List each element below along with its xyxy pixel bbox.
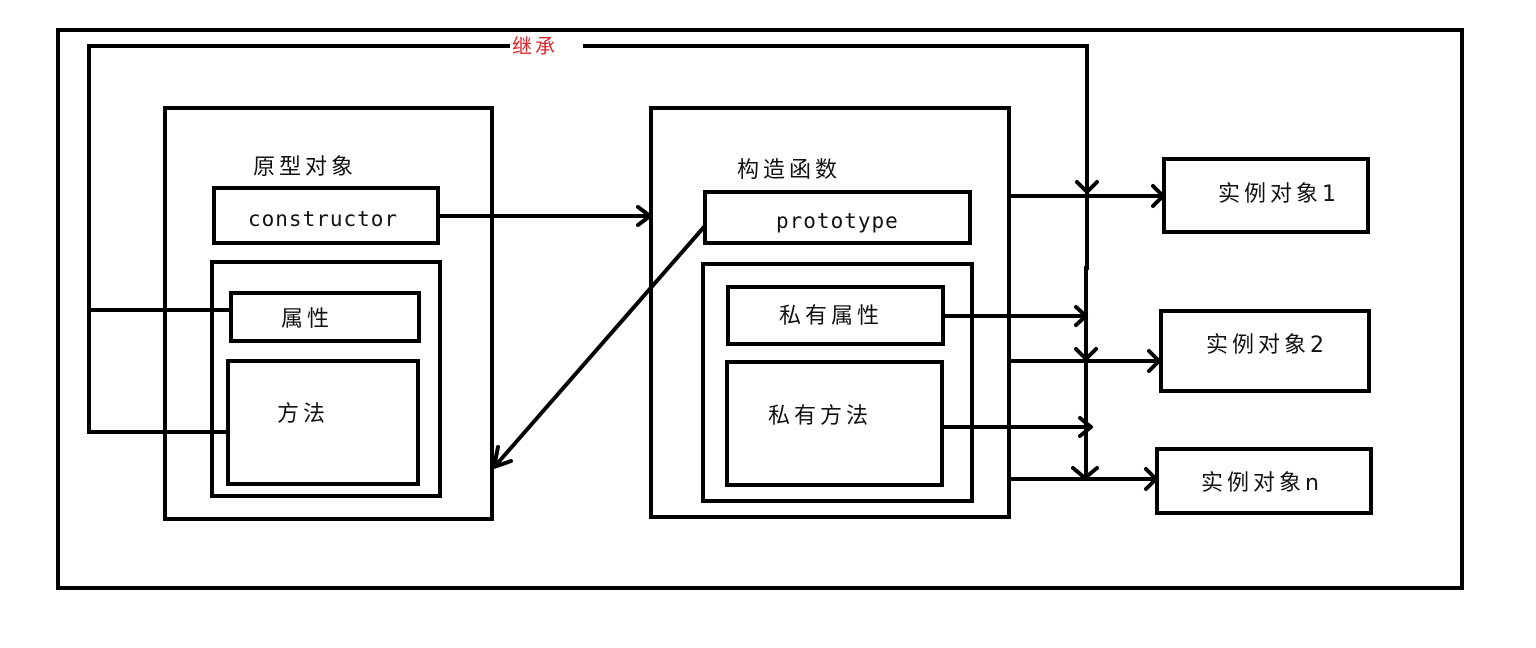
constructor-function-frame: [649, 106, 1011, 519]
arrow-head: [1078, 416, 1093, 438]
outer-frame: [56, 28, 1464, 590]
private-property-label: 私有属性: [779, 304, 883, 329]
members-box: [210, 260, 442, 498]
constructor-function-title: 构造函数: [737, 158, 841, 183]
arrow-head: [492, 445, 513, 469]
instance-2[interactable]: 实例对象2: [1159, 309, 1371, 393]
prototype-label: prototype: [776, 209, 899, 233]
constructor-label: constructor: [248, 207, 398, 231]
arrow-head: [1074, 305, 1088, 327]
instance-label: 实例对象2: [1206, 333, 1328, 358]
prototype-box[interactable]: [703, 190, 972, 245]
inherit-label: 继承: [512, 34, 558, 58]
prototype-object-box: 原型对象 constructor 属性 方法: [163, 106, 494, 521]
instance-box[interactable]: [1159, 309, 1371, 393]
instance-box[interactable]: [1155, 447, 1373, 515]
arrow-head: [1075, 180, 1099, 194]
method-label: 方法: [277, 402, 329, 427]
private-members-box: [701, 262, 974, 503]
property-box[interactable]: [229, 291, 421, 343]
private-method-box[interactable]: [725, 360, 944, 487]
prototype-object-frame: [163, 106, 494, 521]
prototype-object-title: 原型对象: [253, 155, 357, 180]
instance-n[interactable]: 实例对象n: [1155, 447, 1373, 515]
instance-label: 实例对象n: [1201, 471, 1323, 496]
inherit-line-right: [583, 44, 1089, 194]
method-box[interactable]: [226, 359, 420, 486]
property-label: 属性: [281, 307, 333, 332]
prototype-arrow-line: [493, 224, 707, 468]
instance-1[interactable]: 实例对象1: [1162, 157, 1370, 234]
private-method-label: 私有方法: [768, 404, 872, 429]
constructor-function-box: 构造函数 prototype 私有属性 私有方法: [649, 106, 1011, 519]
instance-box[interactable]: [1162, 157, 1370, 234]
inherit-line-left: [87, 44, 510, 434]
instance-label: 实例对象1: [1218, 182, 1340, 207]
